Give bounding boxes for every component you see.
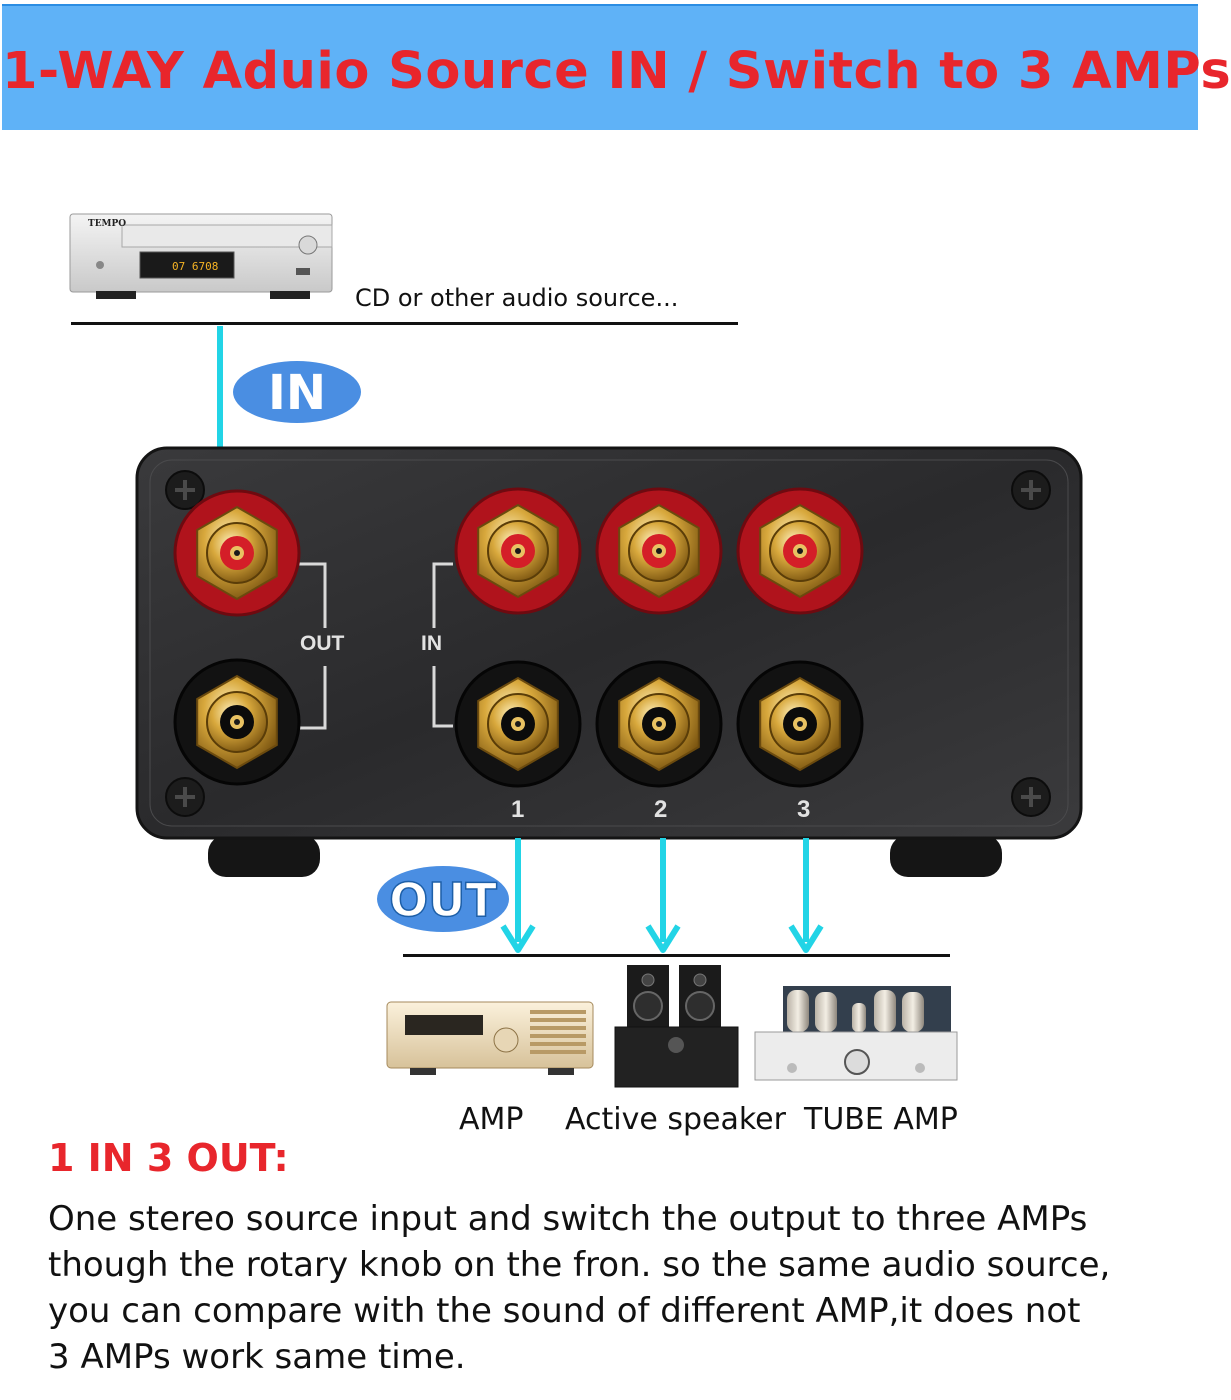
description-line: One stereo source input and switch the o… [48, 1199, 1088, 1239]
output-line [403, 954, 950, 957]
socket-in-left-3 [736, 660, 864, 788]
device-label-active-speaker: Active speaker [565, 1102, 786, 1137]
socket-in-right-1 [454, 487, 582, 615]
panel-in-label: IN [421, 632, 442, 655]
cd-display: 07 6708 [172, 260, 218, 273]
description-line: though the rotary knob on the fron. so t… [48, 1245, 1111, 1285]
description-line: 3 AMPs work same time. [48, 1337, 466, 1377]
device-label-tube-amp: TUBE AMP [804, 1102, 958, 1137]
tube-amp-image [754, 986, 958, 1081]
channel-number-2: 2 [654, 796, 668, 823]
description-heading: 1 IN 3 OUT: [48, 1136, 289, 1180]
socket-in-left-1 [454, 660, 582, 788]
out-badge: OUT [377, 866, 509, 932]
cd-brand: TEMPO [88, 219, 126, 229]
amp-image [386, 1001, 594, 1075]
channel-number-3: 3 [797, 796, 811, 823]
in-badge: IN [233, 361, 361, 423]
output-arrows [500, 838, 824, 953]
socket-in-left-2 [595, 660, 723, 788]
source-caption: CD or other audio source... [355, 284, 679, 312]
socket-out-left [173, 658, 301, 786]
channel-number-1: 1 [511, 796, 525, 823]
switch-diagram: TEMPO 07 6708 [69, 213, 1083, 1088]
socket-in-right-3 [736, 487, 864, 615]
socket-out-right [173, 489, 301, 617]
cd-player-image: TEMPO 07 6708 [69, 213, 333, 299]
title-banner: 1-WAY Aduio Source IN / Switch to 3 AMPs [2, 4, 1231, 130]
device-label-amp: AMP [459, 1102, 524, 1137]
active-speaker-image [614, 965, 739, 1088]
socket-in-right-2 [595, 487, 723, 615]
source-line [71, 322, 738, 325]
panel-out-label: OUT [300, 632, 345, 655]
description-text: One stereo source input and switch the o… [48, 1196, 1158, 1380]
description-line: you can compare with the sound of differ… [48, 1291, 1081, 1331]
banner-title: 1-WAY Aduio Source IN / Switch to 3 AMPs [2, 42, 1231, 101]
